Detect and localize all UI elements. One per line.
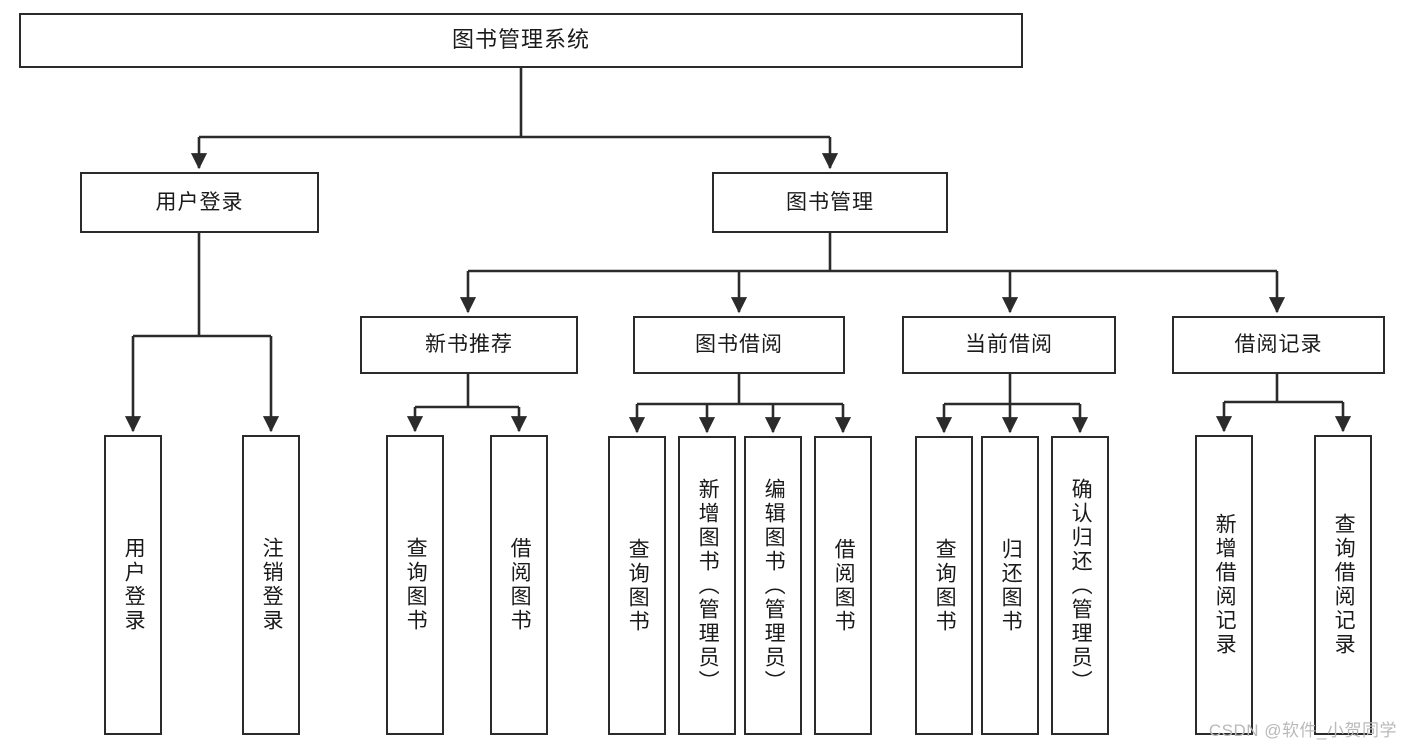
node-leaf-logout-label: 注销登录 xyxy=(260,537,284,633)
node-book-borrow[interactable]: 图书借阅 xyxy=(633,316,845,374)
node-leaf-query-record-label: 查询借阅记录 xyxy=(1332,513,1356,657)
node-user-login-label: 用户登录 xyxy=(155,190,244,214)
node-leaf-add-record-label: 新增借阅记录 xyxy=(1213,513,1237,657)
node-new-book-recommend[interactable]: 新书推荐 xyxy=(360,316,578,374)
node-current-borrow-label: 当前借阅 xyxy=(965,333,1053,357)
node-borrow-record-label: 借阅记录 xyxy=(1234,333,1323,357)
csdn-watermark: CSDN @软件_小贺同学 xyxy=(1208,721,1397,740)
node-leaf-query-book-3-label: 查询图书 xyxy=(933,537,957,634)
node-leaf-confirm-return[interactable]: 确认归还（管理员） xyxy=(1051,436,1109,735)
node-leaf-query-book-1-label: 查询图书 xyxy=(404,537,428,633)
node-book-management[interactable]: 图书管理 xyxy=(712,172,948,233)
node-leaf-query-book-2-label: 查询图书 xyxy=(626,537,650,634)
node-leaf-user-login-label: 用户登录 xyxy=(122,537,146,633)
node-leaf-add-book-label: 新增图书（管理员） xyxy=(696,477,720,694)
node-root[interactable]: 图书管理系统 xyxy=(19,13,1023,68)
node-book-management-label: 图书管理 xyxy=(786,190,874,214)
node-book-borrow-label: 图书借阅 xyxy=(695,333,783,357)
node-leaf-query-record[interactable]: 查询借阅记录 xyxy=(1314,435,1372,735)
node-leaf-confirm-return-label: 确认归还（管理员） xyxy=(1069,477,1093,694)
node-borrow-record[interactable]: 借阅记录 xyxy=(1172,316,1385,374)
node-leaf-borrow-book-1-label: 借阅图书 xyxy=(508,537,532,633)
node-leaf-query-book-2[interactable]: 查询图书 xyxy=(608,436,666,735)
node-current-borrow[interactable]: 当前借阅 xyxy=(902,316,1116,374)
node-leaf-borrow-book-2-label: 借阅图书 xyxy=(832,537,856,634)
node-leaf-user-login[interactable]: 用户登录 xyxy=(104,435,162,735)
node-user-login[interactable]: 用户登录 xyxy=(80,172,319,233)
node-leaf-return-book[interactable]: 归还图书 xyxy=(981,436,1039,735)
node-leaf-query-book-3[interactable]: 查询图书 xyxy=(915,436,973,735)
node-leaf-logout[interactable]: 注销登录 xyxy=(242,435,300,735)
node-leaf-edit-book[interactable]: 编辑图书（管理员） xyxy=(744,436,802,735)
node-leaf-add-record[interactable]: 新增借阅记录 xyxy=(1195,435,1253,735)
node-root-label: 图书管理系统 xyxy=(451,27,590,53)
node-leaf-borrow-book-2[interactable]: 借阅图书 xyxy=(814,436,872,735)
node-new-book-recommend-label: 新书推荐 xyxy=(425,333,513,357)
node-leaf-return-book-label: 归还图书 xyxy=(999,537,1023,634)
node-leaf-query-book-1[interactable]: 查询图书 xyxy=(386,435,444,735)
node-leaf-add-book[interactable]: 新增图书（管理员） xyxy=(678,436,736,735)
node-leaf-borrow-book-1[interactable]: 借阅图书 xyxy=(490,435,548,735)
node-leaf-edit-book-label: 编辑图书（管理员） xyxy=(762,477,786,694)
